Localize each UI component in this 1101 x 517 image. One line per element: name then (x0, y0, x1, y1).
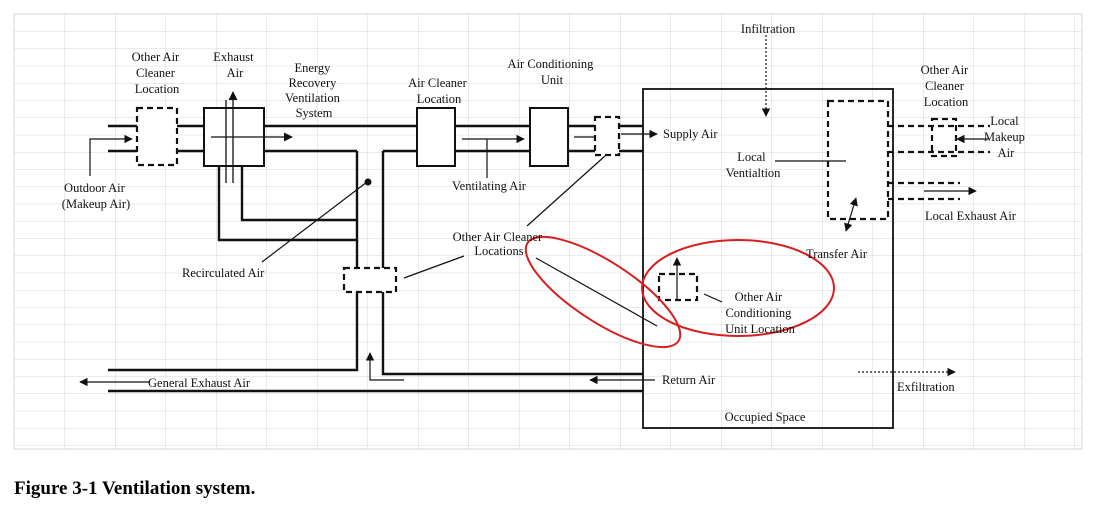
locations-leader-recirc (403, 255, 465, 279)
outdoor-air-arrow (89, 134, 133, 176)
air-cleaner-optional-local (930, 117, 958, 158)
local-makeup-duct (888, 124, 990, 154)
label-local-ventilation: Local Ventialtion (726, 150, 782, 180)
occupied-space-room (642, 88, 894, 429)
label-recirculated-air: Recirculated Air (182, 266, 265, 280)
label-other-air-cleaner-right: Other Air Cleaner Location (921, 63, 972, 109)
other-ac-unit-box (657, 272, 699, 302)
local-exhaust-duct (888, 181, 960, 201)
air-conditioning-unit-box (529, 107, 569, 167)
exhaust-loop-outer (217, 151, 359, 242)
locations-leader-room (535, 257, 658, 327)
label-local-exhaust-air: Local Exhaust Air (925, 209, 1017, 223)
highlight-ellipse-leader (524, 235, 682, 349)
label-other-air-cleaner-locations: Other Air Cleaner Locations (453, 230, 546, 258)
recirculated-air-dot (364, 178, 372, 186)
label-air-conditioning-unit: Air Conditioning Unit (508, 57, 597, 87)
air-cleaner-optional-left (135, 106, 179, 167)
label-return-air: Return Air (662, 373, 716, 387)
label-general-exhaust-air: General Exhaust Air (148, 376, 251, 390)
label-other-ac-unit: Other Air Conditioning Unit Location (725, 290, 796, 336)
locations-leader-supply (526, 155, 606, 227)
figure-caption: Figure 3-1 Ventilation system. (14, 478, 256, 499)
label-occupied-space: Occupied Space (725, 410, 806, 424)
air-cleaner-box (416, 107, 456, 167)
label-other-air-cleaner-left: Other Air Cleaner Location (132, 50, 183, 96)
label-ventilating-air: Ventilating Air (452, 179, 527, 193)
label-transfer-air: Transfer Air (806, 247, 868, 261)
label-energy-recovery: Energy Recovery Ventilation System (285, 61, 343, 120)
air-cleaner-optional-supply (593, 115, 621, 157)
ventilation-diagram: Other Air Cleaner Location Exhaust Air E… (13, 13, 1083, 450)
label-exfiltration: Exfiltration (897, 380, 955, 394)
other-ac-leader (703, 293, 723, 303)
label-air-cleaner-location: Air Cleaner Location (408, 76, 470, 106)
label-local-makeup-air: Local Makeup Air (984, 114, 1028, 160)
transfer-air-arrow (844, 197, 858, 232)
air-cleaner-optional-recirc (342, 266, 398, 294)
recirculated-air-leader (261, 181, 368, 263)
label-exhaust-air: Exhaust Air (213, 50, 256, 80)
exhaust-loop-inner (240, 166, 357, 222)
recirc-duct-right (381, 151, 643, 376)
local-ventilation-unit (826, 99, 890, 221)
label-outdoor-air: Outdoor Air (Makeup Air) (62, 181, 130, 211)
highlight-ellipse-ac-unit (641, 239, 835, 337)
background-grid (13, 13, 1083, 450)
label-infiltration: Infiltration (741, 22, 796, 36)
return-up-arrow (365, 352, 404, 381)
label-supply-air: Supply Air (663, 127, 718, 141)
